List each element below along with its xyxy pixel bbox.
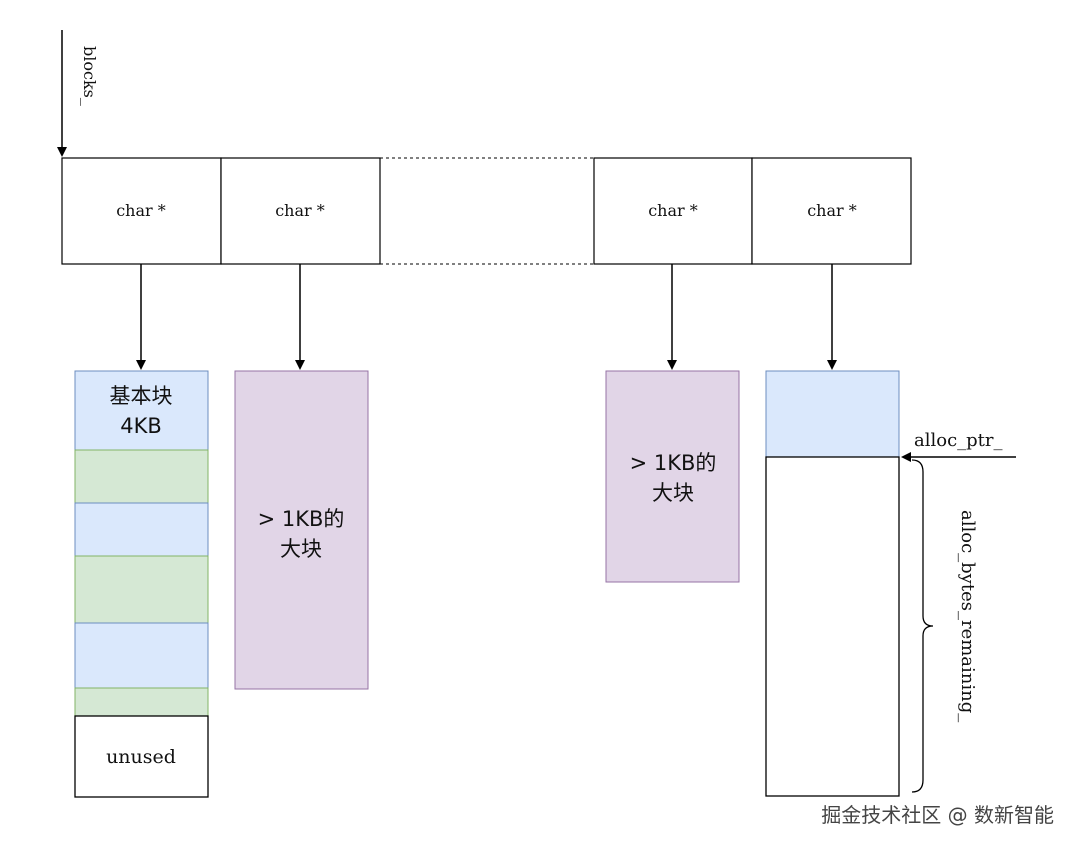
- large-block-2-line1: > 1KB的: [630, 451, 717, 475]
- pointer-array: char * char * char * char *: [61, 157, 912, 265]
- basic-block-segment: [74, 555, 209, 624]
- large-block-2-rect: [605, 370, 740, 583]
- basic-block-title: 基本块: [110, 384, 173, 408]
- basic-block-segment: [74, 687, 209, 717]
- basic-block-header: [74, 370, 209, 451]
- current-block-used: [765, 370, 900, 458]
- current-block-remaining: [765, 456, 900, 797]
- large-block-1-rect: [234, 370, 369, 690]
- remaining-label: alloc_bytes_remaining_: [957, 510, 978, 722]
- pointer-cell-4-label: char *: [807, 201, 857, 220]
- pointer-cell-2: [220, 157, 381, 265]
- pointer-cell-2-label: char *: [275, 201, 325, 220]
- current-block: alloc_ptr_ alloc_bytes_remaining_: [765, 370, 1016, 797]
- large-block-1-line2: 大块: [280, 537, 322, 561]
- alloc-ptr-label: alloc_ptr_: [914, 430, 1003, 451]
- pointer-cell-3-label: char *: [648, 201, 698, 220]
- basic-block-stack: 基本块 4KB unused: [74, 370, 209, 798]
- large-block-2-line2: 大块: [652, 481, 694, 505]
- large-block-1: > 1KB的 大块: [234, 370, 369, 690]
- unused-label: unused: [106, 746, 176, 768]
- basic-block-segment: [74, 449, 209, 504]
- basic-block-size: 4KB: [120, 414, 162, 438]
- basic-block-segment: [74, 622, 209, 689]
- pointer-cell-3: [593, 157, 753, 265]
- pointer-cell-4: [751, 157, 912, 265]
- pointer-cell-1-label: char *: [116, 201, 166, 220]
- unused-region: [74, 715, 209, 798]
- large-block-2: > 1KB的 大块: [605, 370, 740, 583]
- watermark: 掘金技术社区 @ 数新智能: [821, 803, 1054, 827]
- basic-block-segment: [74, 502, 209, 557]
- remaining-brace: [911, 459, 934, 793]
- large-block-1-line1: > 1KB的: [258, 507, 345, 531]
- blocks-label: blocks_: [80, 46, 99, 106]
